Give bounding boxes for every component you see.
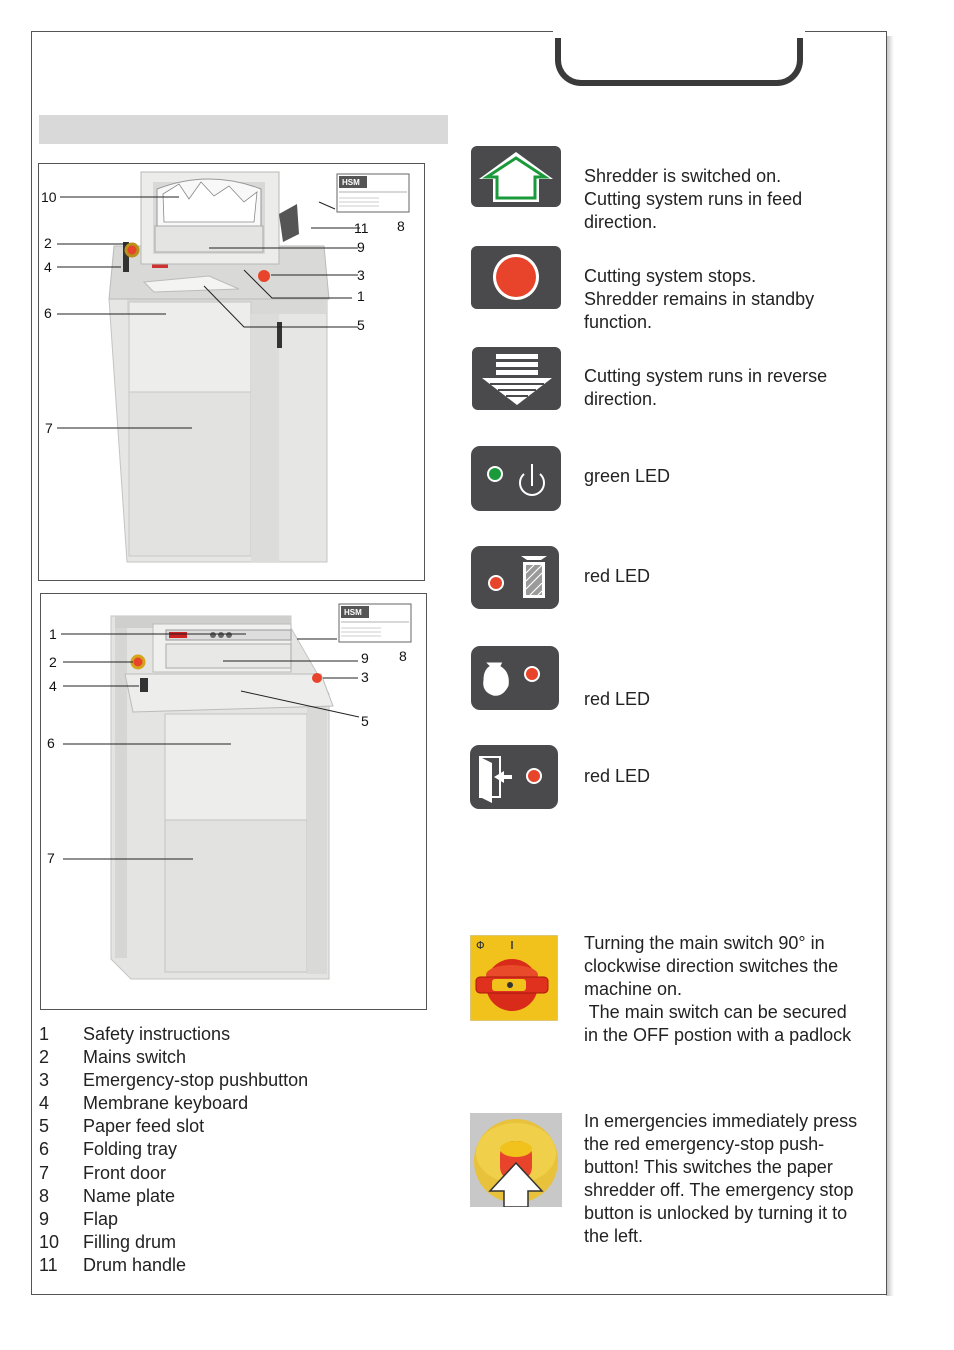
callout: 6 [47,735,55,751]
stop-description: Cutting system stops. Shredder remains i… [584,266,815,332]
callout: 3 [357,267,365,283]
callout: 4 [49,678,57,694]
section-heading-bar [39,115,448,144]
oil-led-description: red LED [584,689,651,709]
callout: 7 [47,850,55,866]
shredder-figure-standard-model: HSM 1 2 4 6 7 9 8 3 5 [40,593,427,1010]
main-switch-description: Turning the main switch 90° in clockwise… [584,933,852,1045]
chapter-tab [555,30,803,86]
callout: 7 [45,420,53,436]
callout: 3 [361,669,369,685]
callout: 2 [49,654,57,670]
shredder-drum-model-illustration: HSM [57,171,410,563]
bin-full-led-icon [471,546,559,609]
door-open-led-icon [470,745,558,809]
forward-arrow-icon [471,146,561,207]
stop-icon [471,246,561,309]
callout: 5 [357,317,365,333]
reverse-arrow-icon [472,347,561,410]
power-led-icon [471,446,561,511]
shredder-figure-drum-model: HSM 10 2 4 6 7 11 8 9 3 1 5 [38,163,425,581]
nameplate-brand: HSM [344,608,362,617]
callout: 4 [44,259,52,275]
main-switch-icon: Φ [470,935,558,1021]
callout: 11 [354,220,369,236]
nameplate-brand: HSM [342,178,360,187]
callout: 8 [397,218,405,234]
callout: 5 [361,713,369,729]
feed-direction-description: Shredder is switched on. Cutting system … [584,166,803,232]
bin-full-description: red LED [584,566,651,586]
svg-text:Φ: Φ [476,939,485,952]
reverse-direction-description: Cutting system runs in reverse direction… [584,366,828,409]
frame-shadow [886,36,894,1296]
callout: 2 [44,235,52,251]
callout: 1 [49,626,57,642]
oil-led-icon [471,646,559,710]
callout: 9 [357,239,365,255]
callout: 6 [44,305,52,321]
door-open-description: red LED [584,766,651,786]
emergency-stop-icon [470,1113,562,1207]
callout: 8 [399,648,407,664]
callout: 10 [41,189,57,205]
callout: 9 [361,650,369,666]
emergency-stop-description: In emergencies immediately press the red… [584,1111,858,1246]
callout: 1 [357,288,365,304]
shredder-standard-model-illustration: HSM [61,603,412,980]
green-led-description: green LED [584,466,671,486]
